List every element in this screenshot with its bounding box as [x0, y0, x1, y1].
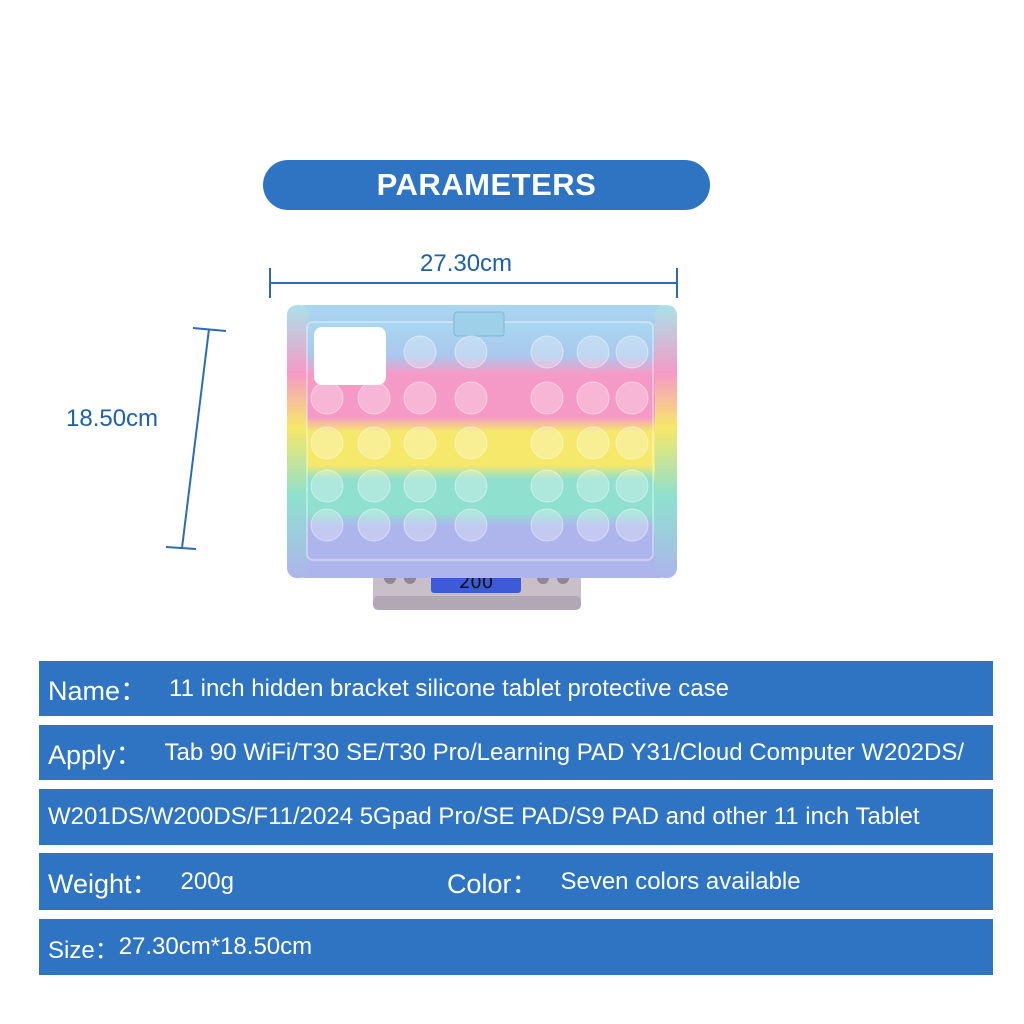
bubble	[310, 381, 344, 415]
spec-row-apply: Apply： Tab 90 WiFi/T30 SE/T30 Pro/Learni…	[39, 725, 993, 780]
bubble	[615, 508, 649, 542]
bubble	[454, 469, 488, 503]
bubble	[454, 381, 488, 415]
bubble	[357, 508, 391, 542]
width-dimension-line	[269, 268, 678, 298]
weight-label: Weight：	[48, 869, 159, 899]
bubble	[615, 381, 649, 415]
bubble	[576, 508, 610, 542]
bubble	[403, 335, 437, 369]
pop-bubbles	[310, 335, 649, 542]
apply-label: Apply：	[48, 740, 143, 770]
bubble	[576, 469, 610, 503]
bubble	[310, 426, 344, 460]
bubble	[357, 469, 391, 503]
height-measurement: 18.50cm	[66, 405, 159, 432]
bubble	[454, 508, 488, 542]
bubble	[403, 381, 437, 415]
size-label: Size：	[48, 936, 119, 964]
width-measurement: 27.30cm	[420, 250, 513, 277]
bubble	[357, 381, 391, 415]
bubble	[576, 381, 610, 415]
weight-value: 200g	[180, 867, 234, 895]
bubble	[530, 426, 564, 460]
bubble	[357, 426, 391, 460]
tablet-case-image	[287, 305, 677, 578]
bubble	[403, 469, 437, 503]
bubble	[310, 508, 344, 542]
apply-value-line1: Tab 90 WiFi/T30 SE/T30 Pro/Learning PAD …	[164, 738, 965, 766]
spec-row-apply-continued: W201DS/W200DS/F11/2024 5Gpad Pro/SE PAD/…	[39, 789, 993, 845]
bubble	[530, 508, 564, 542]
name-label: Name：	[48, 676, 148, 706]
name-value: 11 inch hidden bracket silicone tablet p…	[169, 674, 729, 702]
color-label: Color：	[446, 869, 539, 899]
bubble	[310, 469, 344, 503]
bubble	[454, 335, 488, 369]
bubble	[530, 381, 564, 415]
color-value: Seven colors available	[560, 867, 801, 895]
bubble	[454, 426, 488, 460]
spec-row-size: Size： 27.30cm*18.50cm	[39, 919, 993, 975]
bubble	[576, 335, 610, 369]
bubble	[615, 469, 649, 503]
bubble	[615, 335, 649, 369]
bubble	[576, 426, 610, 460]
bubble	[530, 469, 564, 503]
bubble	[615, 426, 649, 460]
bubble	[530, 335, 564, 369]
spec-row-name: Name： 11 inch hidden bracket silicone ta…	[39, 661, 993, 716]
bubble	[403, 426, 437, 460]
apply-value-line2: W201DS/W200DS/F11/2024 5Gpad Pro/SE PAD/…	[48, 803, 920, 830]
size-value: 27.30cm*18.50cm	[118, 933, 313, 960]
bubble	[403, 508, 437, 542]
camera-cutout	[314, 327, 386, 385]
spec-row-weight-color: Weight： 200g Color： Seven colors availab…	[39, 853, 993, 910]
parameters-header: PARAMETERS	[263, 160, 710, 210]
height-dimension-line	[165, 327, 227, 550]
